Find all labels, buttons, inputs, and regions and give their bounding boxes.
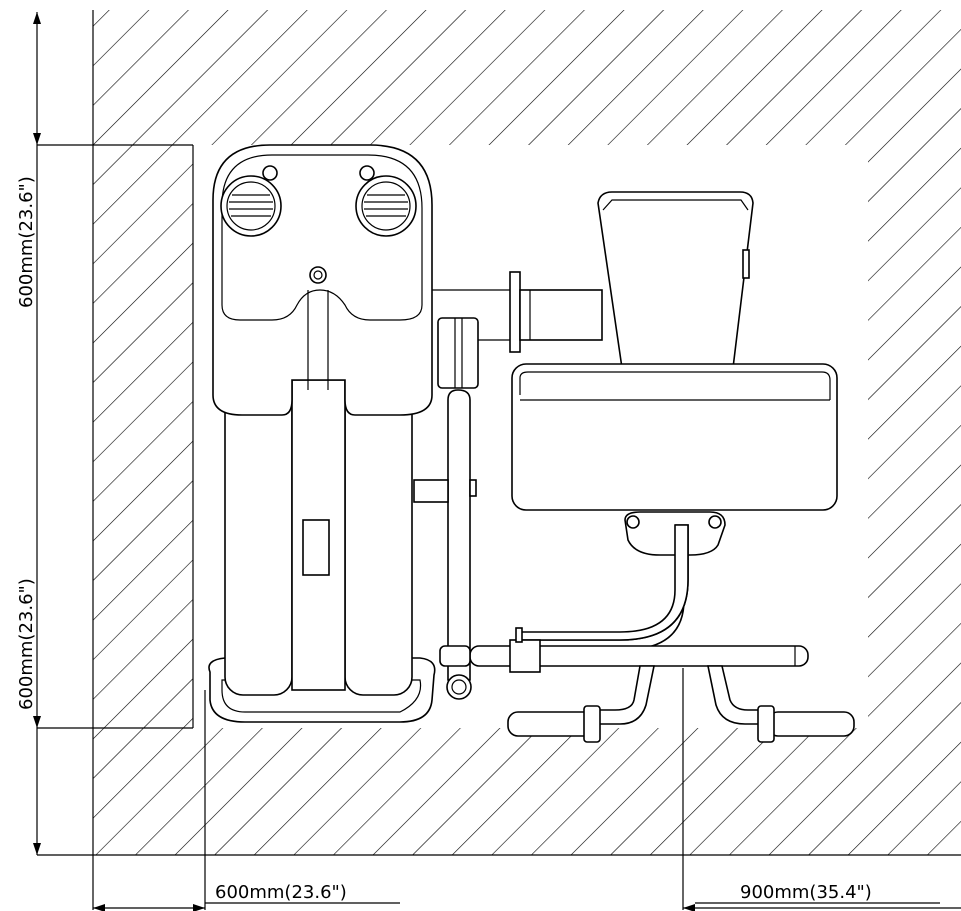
boundary-lines bbox=[37, 10, 961, 856]
dim-label-bottom-right: 900mm(35.4") bbox=[740, 882, 872, 903]
foot-handles bbox=[507, 665, 855, 743]
clearance-zone-hatch bbox=[93, 10, 961, 855]
weight-tower bbox=[208, 144, 436, 723]
left-dimension-lines bbox=[33, 12, 41, 855]
seat-bracket bbox=[519, 511, 726, 651]
bottom-dimension-lines bbox=[92, 668, 961, 911]
back-pad bbox=[509, 191, 754, 369]
dim-label-left-top: 600mm(23.6") bbox=[16, 176, 37, 308]
machine-drawing bbox=[208, 144, 855, 743]
dim-label-left-bottom: 600mm(23.6") bbox=[16, 578, 37, 710]
front-crossbar bbox=[439, 627, 809, 673]
seat-pad bbox=[511, 363, 838, 511]
dim-label-bottom-left: 600mm(23.6") bbox=[215, 882, 347, 903]
lever-arm bbox=[413, 289, 512, 700]
